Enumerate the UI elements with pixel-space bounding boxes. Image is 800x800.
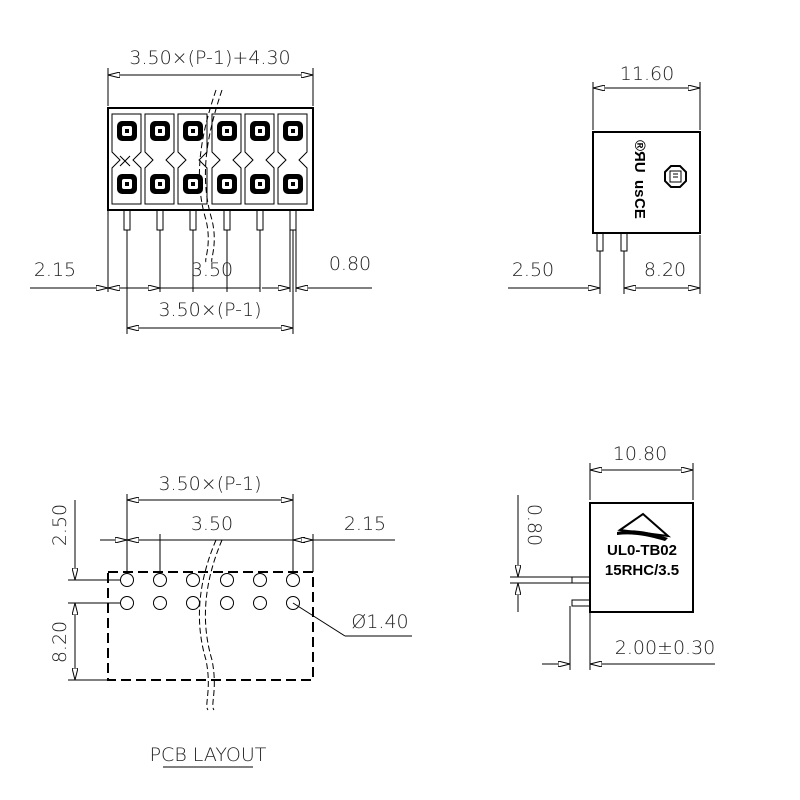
pins bbox=[123, 209, 297, 293]
rear-body bbox=[589, 502, 694, 613]
pcb-pitch-dim: 3.50 bbox=[191, 513, 233, 535]
marking-line-2: 15RHC/3.5 bbox=[605, 562, 679, 579]
pin-span-dim: 3.50×(P-1) bbox=[158, 299, 261, 321]
pin-to-back-dim: 8.20 bbox=[644, 259, 686, 281]
side-view: ®ЯU us CE 11.60 2.50 8.20 bbox=[508, 63, 701, 294]
pcb-layout: 3.50×(P-1) 3.50 2.15 2.50 8.20 Ø1.40 PCB… bbox=[49, 473, 412, 768]
terminal-cells bbox=[111, 113, 308, 205]
pitch-dim: 3.50 bbox=[191, 259, 233, 281]
front-view: 3.50×(P-1)+4.30 2.15 3.50 0.80 3.50×(P-1… bbox=[30, 47, 372, 334]
rear-pin-width-dim: 0.80 bbox=[523, 504, 545, 546]
pin-offset-dim: 2.50 bbox=[512, 259, 554, 281]
edge-offset-dim: 2.15 bbox=[34, 259, 76, 281]
outline-depth-dim: 8.20 bbox=[49, 621, 71, 663]
hole-span-dim: 3.50×(P-1) bbox=[158, 473, 261, 495]
pcb-edge-offset-dim: 2.15 bbox=[344, 513, 386, 535]
overall-width-dim: 3.50×(P-1)+4.30 bbox=[129, 47, 290, 69]
pcb-holes bbox=[120, 573, 300, 610]
connector-body bbox=[107, 107, 314, 211]
certification-marks-icon: ®ЯU us CE bbox=[631, 140, 648, 219]
pin-width-dim: 0.80 bbox=[329, 253, 371, 275]
pin-length-dim: 2.00±0.30 bbox=[615, 637, 716, 659]
row-offset-dim: 2.50 bbox=[49, 504, 71, 546]
brand-logo-icon bbox=[617, 512, 672, 541]
cross-mark-icon bbox=[119, 155, 131, 167]
rear-view: UL0-TB02 15RHC/3.5 0.80 10.80 2.00±0.30 bbox=[510, 443, 715, 670]
depth-dim: 11.60 bbox=[620, 63, 674, 85]
hole-diameter-dim: Ø1.40 bbox=[351, 611, 408, 633]
svg-text:us: us bbox=[631, 180, 648, 198]
brand-logo-icon bbox=[664, 165, 687, 188]
break-line bbox=[204, 89, 223, 263]
side-body bbox=[592, 131, 701, 234]
rear-width-dim: 10.80 bbox=[613, 443, 667, 465]
marking-line-1: UL0-TB02 bbox=[607, 542, 677, 559]
pcb-layout-title: PCB LAYOUT bbox=[150, 744, 267, 766]
svg-text:CE: CE bbox=[631, 198, 648, 219]
svg-text:®ЯU: ®ЯU bbox=[631, 140, 648, 173]
pcb-outline bbox=[107, 571, 314, 681]
